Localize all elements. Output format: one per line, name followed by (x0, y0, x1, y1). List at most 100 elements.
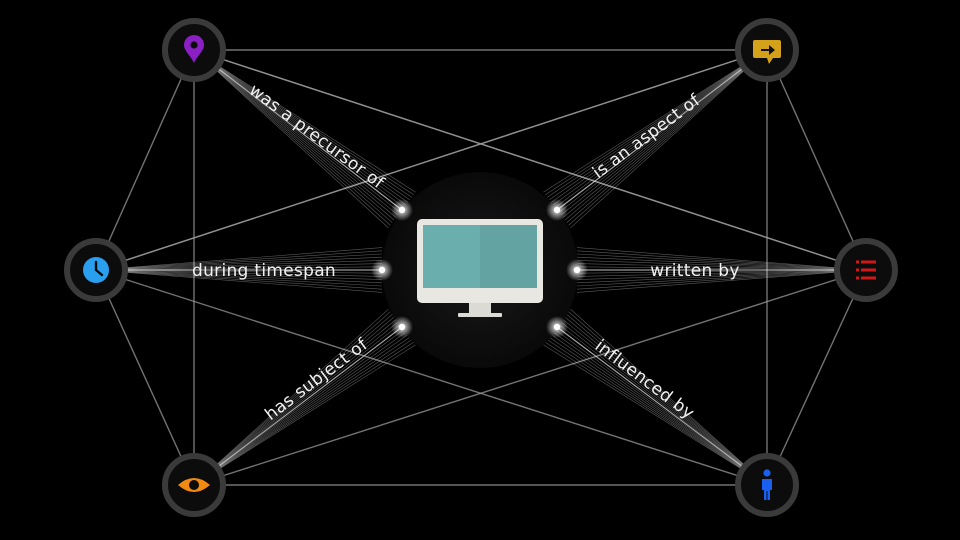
place-node (162, 18, 226, 82)
fan-line (547, 339, 768, 486)
relation-fans (95, 49, 867, 486)
fan-line (562, 319, 768, 486)
fan-line (576, 269, 867, 293)
fan-line (193, 49, 395, 221)
relation-label-list: written by (650, 261, 739, 281)
fan-line (193, 336, 410, 486)
fan-line (545, 49, 768, 195)
fan-line (193, 49, 393, 223)
fan-core-line (556, 49, 768, 211)
fan-line (576, 250, 867, 271)
fan-line (549, 49, 768, 201)
fan-line (95, 269, 383, 284)
endpoint-dot (553, 206, 561, 214)
fan-line (193, 316, 395, 486)
fan-line (547, 49, 768, 198)
fan-line (95, 269, 383, 277)
fan-line (576, 269, 867, 290)
speech-arrow-icon (753, 40, 781, 64)
fan-line (95, 253, 383, 271)
fan-line (95, 269, 383, 280)
fan-line (576, 260, 867, 271)
relation-endpoints (371, 199, 588, 338)
fan-line (564, 49, 768, 221)
edge-line (193, 49, 867, 271)
fan-line (193, 49, 414, 196)
fan-line (551, 334, 768, 486)
fan-line (576, 269, 867, 287)
endpoint-dot (398, 323, 406, 331)
fan-line (193, 49, 410, 201)
eye-icon (178, 478, 210, 492)
fan-core-line (193, 49, 403, 211)
fan-line (193, 49, 409, 203)
clock-node (64, 238, 128, 302)
fan-line (193, 339, 412, 486)
list-node (834, 238, 898, 302)
edge-line (193, 269, 867, 486)
list-icon (856, 260, 876, 280)
fan-line (576, 263, 867, 271)
fan-line (95, 256, 383, 271)
endpoint-dot (378, 266, 386, 274)
fan-line (193, 344, 416, 486)
fan-line (560, 49, 768, 216)
endpoint-dot (553, 323, 561, 331)
fan-line (193, 342, 414, 486)
edge-line (95, 49, 195, 271)
fan-line (193, 49, 399, 216)
fan-line (193, 311, 391, 486)
fan-line (193, 334, 408, 486)
fan-line (193, 314, 393, 486)
fan-line (193, 49, 389, 228)
fan-line (552, 331, 768, 486)
fan-core-line (193, 326, 403, 486)
relation-label-person: influenced by (591, 336, 698, 424)
fan-line (551, 49, 768, 203)
fan-line (193, 49, 416, 193)
speech-node (735, 18, 799, 82)
clock-icon (83, 257, 109, 283)
endpoint-dot (398, 206, 406, 214)
fan-line (576, 253, 867, 271)
fan-line (193, 49, 391, 226)
edge-line (95, 269, 195, 486)
fan-line (560, 321, 768, 486)
fan-line (193, 331, 407, 486)
entity-nodes (64, 18, 898, 517)
fan-line (95, 247, 383, 271)
edge-line (766, 269, 867, 486)
fan-line (562, 49, 768, 218)
fan-line (568, 49, 768, 226)
fan-line (552, 49, 768, 206)
fan-line (576, 269, 867, 280)
eye-node (162, 453, 226, 517)
fan-line (193, 319, 397, 486)
computer-monitor-icon (417, 219, 543, 317)
fan-line (564, 316, 768, 486)
fan-line (576, 247, 867, 271)
fan-line (95, 269, 383, 287)
fan-line (570, 308, 768, 486)
fan-line (576, 269, 867, 277)
fan-line (95, 263, 383, 271)
fan-line (95, 269, 383, 290)
edge-line (95, 49, 768, 271)
fan-line (95, 250, 383, 271)
fan-line (95, 260, 383, 271)
fan-line (545, 342, 768, 486)
fan-line (570, 49, 768, 229)
relation-label-speech: is an aspect of (589, 90, 705, 183)
person-icon (762, 469, 772, 500)
fan-line (543, 344, 768, 486)
edge-line (766, 49, 867, 271)
location-pin-icon (184, 35, 204, 63)
endpoint-dot (573, 266, 581, 274)
fan-line (566, 49, 768, 223)
fan-core-line (556, 326, 768, 486)
relation-label-clock: during timespan (192, 261, 336, 281)
person-node (735, 453, 799, 517)
fan-line (193, 49, 397, 218)
fan-line (568, 311, 768, 486)
